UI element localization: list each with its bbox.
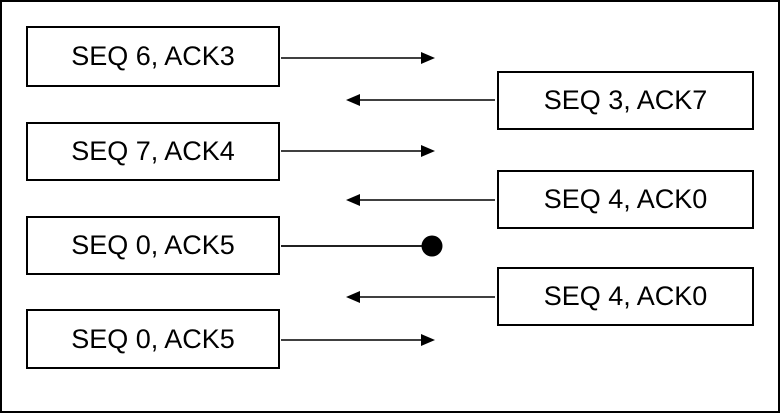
left-arrow-1 (346, 94, 495, 106)
message-label: SEQ 7, ACK4 (71, 136, 235, 166)
lost-packet-dot (421, 235, 443, 257)
message-box-left-3: SEQ 0, ACK5 (26, 216, 280, 275)
message-label: SEQ 6, ACK3 (71, 41, 235, 71)
right-arrow-1 (281, 52, 435, 64)
message-label: SEQ 3, ACK7 (543, 85, 708, 115)
right-arrow-3 (281, 334, 435, 346)
message-box-right-2: SEQ 4, ACK0 (497, 170, 754, 229)
message-label: SEQ 0, ACK5 (71, 323, 235, 354)
message-label: SEQ 0, ACK5 (71, 230, 235, 260)
right-arrow-2 (281, 145, 435, 157)
message-box-left-1: SEQ 6, ACK3 (26, 26, 280, 87)
message-label: SEQ 4, ACK0 (543, 281, 708, 311)
message-box-right-3: SEQ 4, ACK0 (497, 267, 754, 326)
lost-packet-line (281, 235, 443, 257)
message-box-left-2: SEQ 7, ACK4 (26, 122, 280, 181)
message-label: SEQ 4, ACK0 (543, 184, 708, 214)
left-arrow-3 (346, 291, 495, 303)
message-box-left-4: SEQ 0, ACK5 (26, 309, 280, 369)
left-arrow-2 (346, 194, 495, 206)
message-box-right-1: SEQ 3, ACK7 (497, 71, 754, 130)
